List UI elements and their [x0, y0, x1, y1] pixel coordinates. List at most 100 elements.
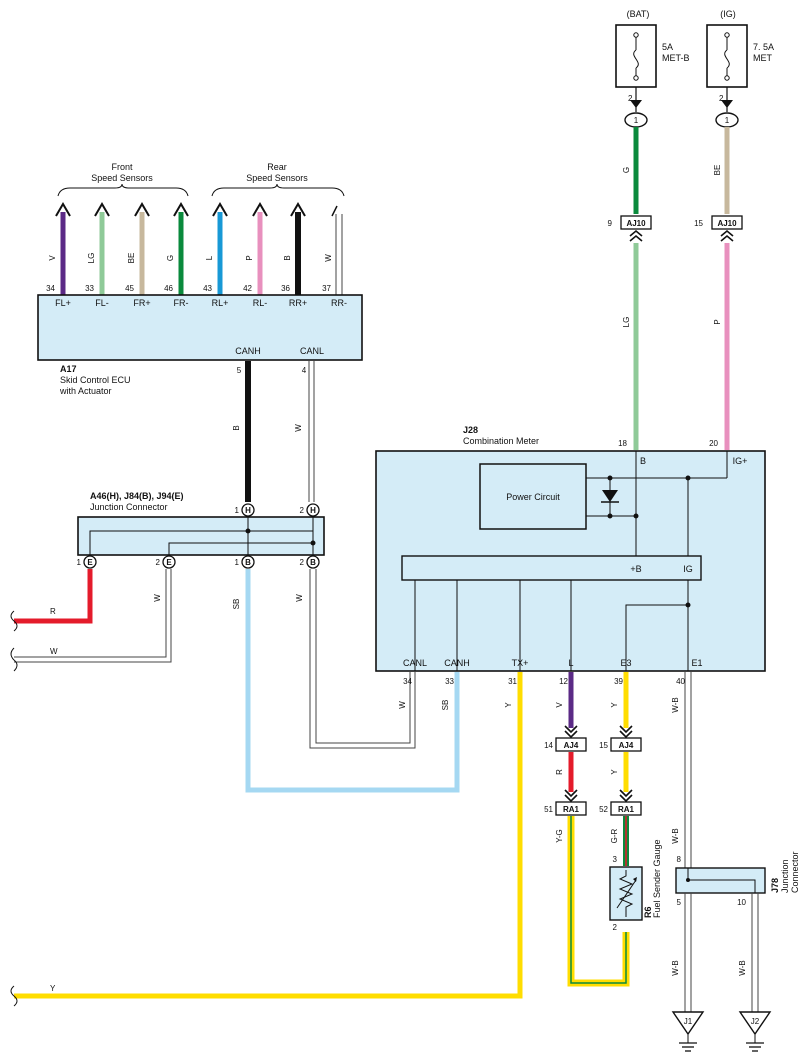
sensor-wire-label: L	[205, 255, 214, 260]
sensor-wire-label: W	[324, 254, 333, 262]
wire-canl-white	[308, 361, 315, 502]
svg-text:AJ4: AJ4	[564, 741, 579, 750]
meter-pin-18: 18	[618, 439, 627, 448]
connector-aj4-left: AJ4 14	[544, 737, 587, 752]
junction-bottom-conn: B	[310, 558, 316, 567]
sensor-wire-label: V	[48, 255, 57, 261]
ecu-name-line1: Skid Control ECU	[60, 375, 131, 385]
junction-wire-label-w: W	[153, 594, 162, 602]
meter-bottom-pin-num: 40	[676, 677, 685, 686]
ecu-pin-num: 43	[203, 284, 212, 293]
meter-wire-label-wb: W-B	[671, 697, 680, 712]
meter-wire-label-v: V	[555, 702, 564, 708]
wire-label-p: P	[713, 319, 722, 324]
svg-text:AJ4: AJ4	[619, 741, 634, 750]
svg-text:10: 10	[737, 898, 746, 907]
double-arrows-ra1	[564, 789, 633, 803]
svg-text:AJ10: AJ10	[717, 219, 737, 228]
meter-bottom-pin-num: 12	[559, 677, 568, 686]
svg-text:3: 3	[613, 855, 618, 864]
svg-text:2: 2	[613, 923, 618, 932]
sensor-wire-fr: G	[166, 202, 189, 295]
ecu-pin-num: 45	[125, 284, 134, 293]
connector-ra1-right: RA1 52	[599, 801, 642, 816]
meter-name: Combination Meter	[463, 436, 539, 446]
sensor-wire-fl: LG	[87, 202, 110, 295]
ecu-pin-label: RL+	[212, 298, 229, 308]
wire-label-w: W	[50, 647, 58, 656]
meter-bottom-label: TX+	[512, 658, 529, 668]
fuse-ig-amp: 7. 5A	[753, 42, 774, 52]
meter-label-b: B	[640, 456, 646, 466]
ground-icon-j2: J2	[738, 1011, 772, 1052]
wire-wb-e1	[684, 672, 692, 868]
junction-top-conn: H	[310, 506, 316, 515]
meter-wire-label-sb: SB	[441, 700, 450, 711]
wire-sb-canh	[245, 569, 460, 793]
svg-text:Y: Y	[610, 769, 619, 775]
ecu-pin-label: RR+	[289, 298, 307, 308]
fuse-met-b: (BAT) 5A MET-B 2 1	[615, 9, 690, 128]
meter-wire-label-y2: Y	[610, 702, 619, 708]
junction-top-pin-num: 1	[235, 506, 240, 515]
meter-wire-label-w: W	[398, 701, 407, 709]
svg-text:RA1: RA1	[618, 805, 635, 814]
ecu-pin-label: FL-	[95, 298, 109, 308]
ecu-pin-label: RR-	[331, 298, 347, 308]
double-arrows-aj4	[564, 725, 633, 739]
junction-bottom-conn: B	[245, 558, 251, 567]
meter-bottom-label: CANH	[444, 658, 470, 668]
ecu-pin-num: 34	[46, 284, 55, 293]
svg-text:RA1: RA1	[563, 805, 580, 814]
junction-wire-label-sb: SB	[232, 599, 241, 610]
meter-bottom-pin-num: 34	[403, 677, 412, 686]
fuse-ig-conn-pin: 1	[725, 116, 730, 125]
wire-label-g: G	[622, 167, 631, 173]
svg-text:Y-G: Y-G	[555, 829, 564, 843]
meter-bottom-internal	[414, 580, 691, 671]
svg-text:W-B: W-B	[738, 960, 747, 975]
junction-box	[77, 516, 325, 556]
svg-text:J78: J78	[770, 878, 780, 893]
junction-top-conn: H	[245, 506, 251, 515]
svg-text:52: 52	[599, 805, 608, 814]
sensor-wire-label: B	[283, 255, 292, 260]
junction-bottom-pin	[83, 555, 97, 569]
junction-internal-bus	[89, 516, 316, 560]
junction-bottom-pin-num: 1	[77, 558, 82, 567]
svg-text:Speed Sensors: Speed Sensors	[246, 173, 308, 183]
meter-bottom-pin-num: 39	[614, 677, 623, 686]
ecu-canl-label: CANL	[300, 346, 324, 356]
fuse-bat-source: (BAT)	[627, 9, 650, 19]
junction-j78: 8 5 10 J78 Junction Connector	[675, 851, 800, 907]
junction-bottom-pin	[241, 555, 255, 569]
connector-aj4-right: AJ4 15	[599, 737, 642, 752]
ecu-pin-label: RL-	[253, 298, 268, 308]
connector-ra1-left: RA1 51	[544, 801, 587, 816]
rear-speed-sensors-label: Rear Speed Sensors	[211, 162, 345, 197]
meter-label-ig: IG	[683, 564, 693, 574]
junction-top-pin-num: 2	[300, 506, 305, 515]
sensor-wire-label: LG	[87, 253, 96, 264]
sensor-wire-label: BE	[127, 253, 136, 264]
wire-label-lg: LG	[622, 317, 631, 328]
sensor-wire-rr: W	[324, 205, 343, 295]
svg-text:Connector: Connector	[790, 851, 800, 893]
junction-bottom-conn: E	[166, 558, 172, 567]
meter-bottom-label: E3	[620, 658, 631, 668]
svg-text:51: 51	[544, 805, 553, 814]
meter-bottom-label: L	[568, 658, 573, 668]
svg-text:Speed Sensors: Speed Sensors	[91, 173, 153, 183]
wire-r-left	[14, 569, 93, 624]
ecu-id: A17	[60, 364, 77, 374]
wire-wb-ground	[684, 893, 759, 1012]
junction-top-pin	[241, 503, 255, 517]
svg-text:15: 15	[599, 741, 608, 750]
wire-w-canl	[309, 569, 416, 749]
junction-bottom-pin-num: 1	[235, 558, 240, 567]
sensor-wire-label: G	[166, 255, 175, 261]
fuse-bat-amp: 5A	[662, 42, 673, 52]
